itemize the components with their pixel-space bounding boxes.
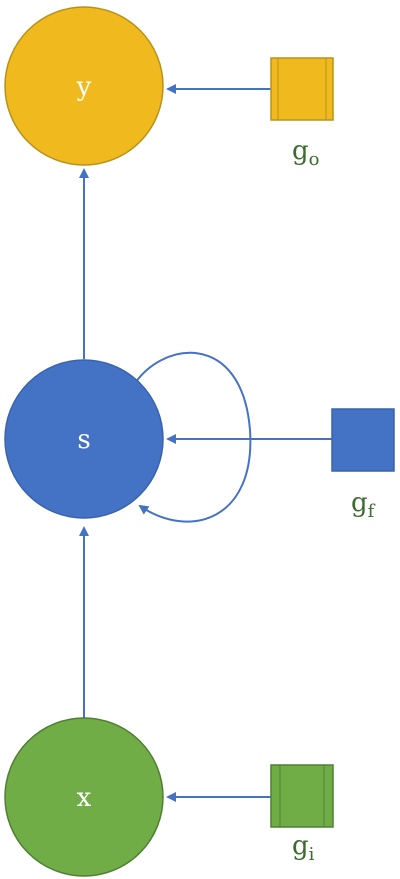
node-s-label: s (77, 425, 90, 455)
gate-input-label: gi (292, 831, 315, 865)
gate-output: go (270, 57, 334, 170)
node-s-circle (4, 359, 164, 519)
node-x-circle (4, 717, 164, 877)
node-s: s (4, 359, 164, 519)
node-x-label: x (77, 783, 92, 813)
gate-forget-label: gf (351, 488, 376, 522)
node-y-circle (4, 6, 164, 166)
self-loop-arrow-s (131, 351, 252, 523)
gate-output-box (270, 57, 334, 121)
gate-forget-box (331, 408, 395, 472)
gate-input-box (270, 764, 334, 828)
gate-output-label: go (292, 136, 320, 170)
gate-input: gi (270, 764, 334, 865)
node-x: x (4, 717, 164, 877)
node-y: y (4, 6, 164, 166)
node-y-label: y (76, 72, 92, 102)
gate-forget: gf (331, 408, 395, 522)
